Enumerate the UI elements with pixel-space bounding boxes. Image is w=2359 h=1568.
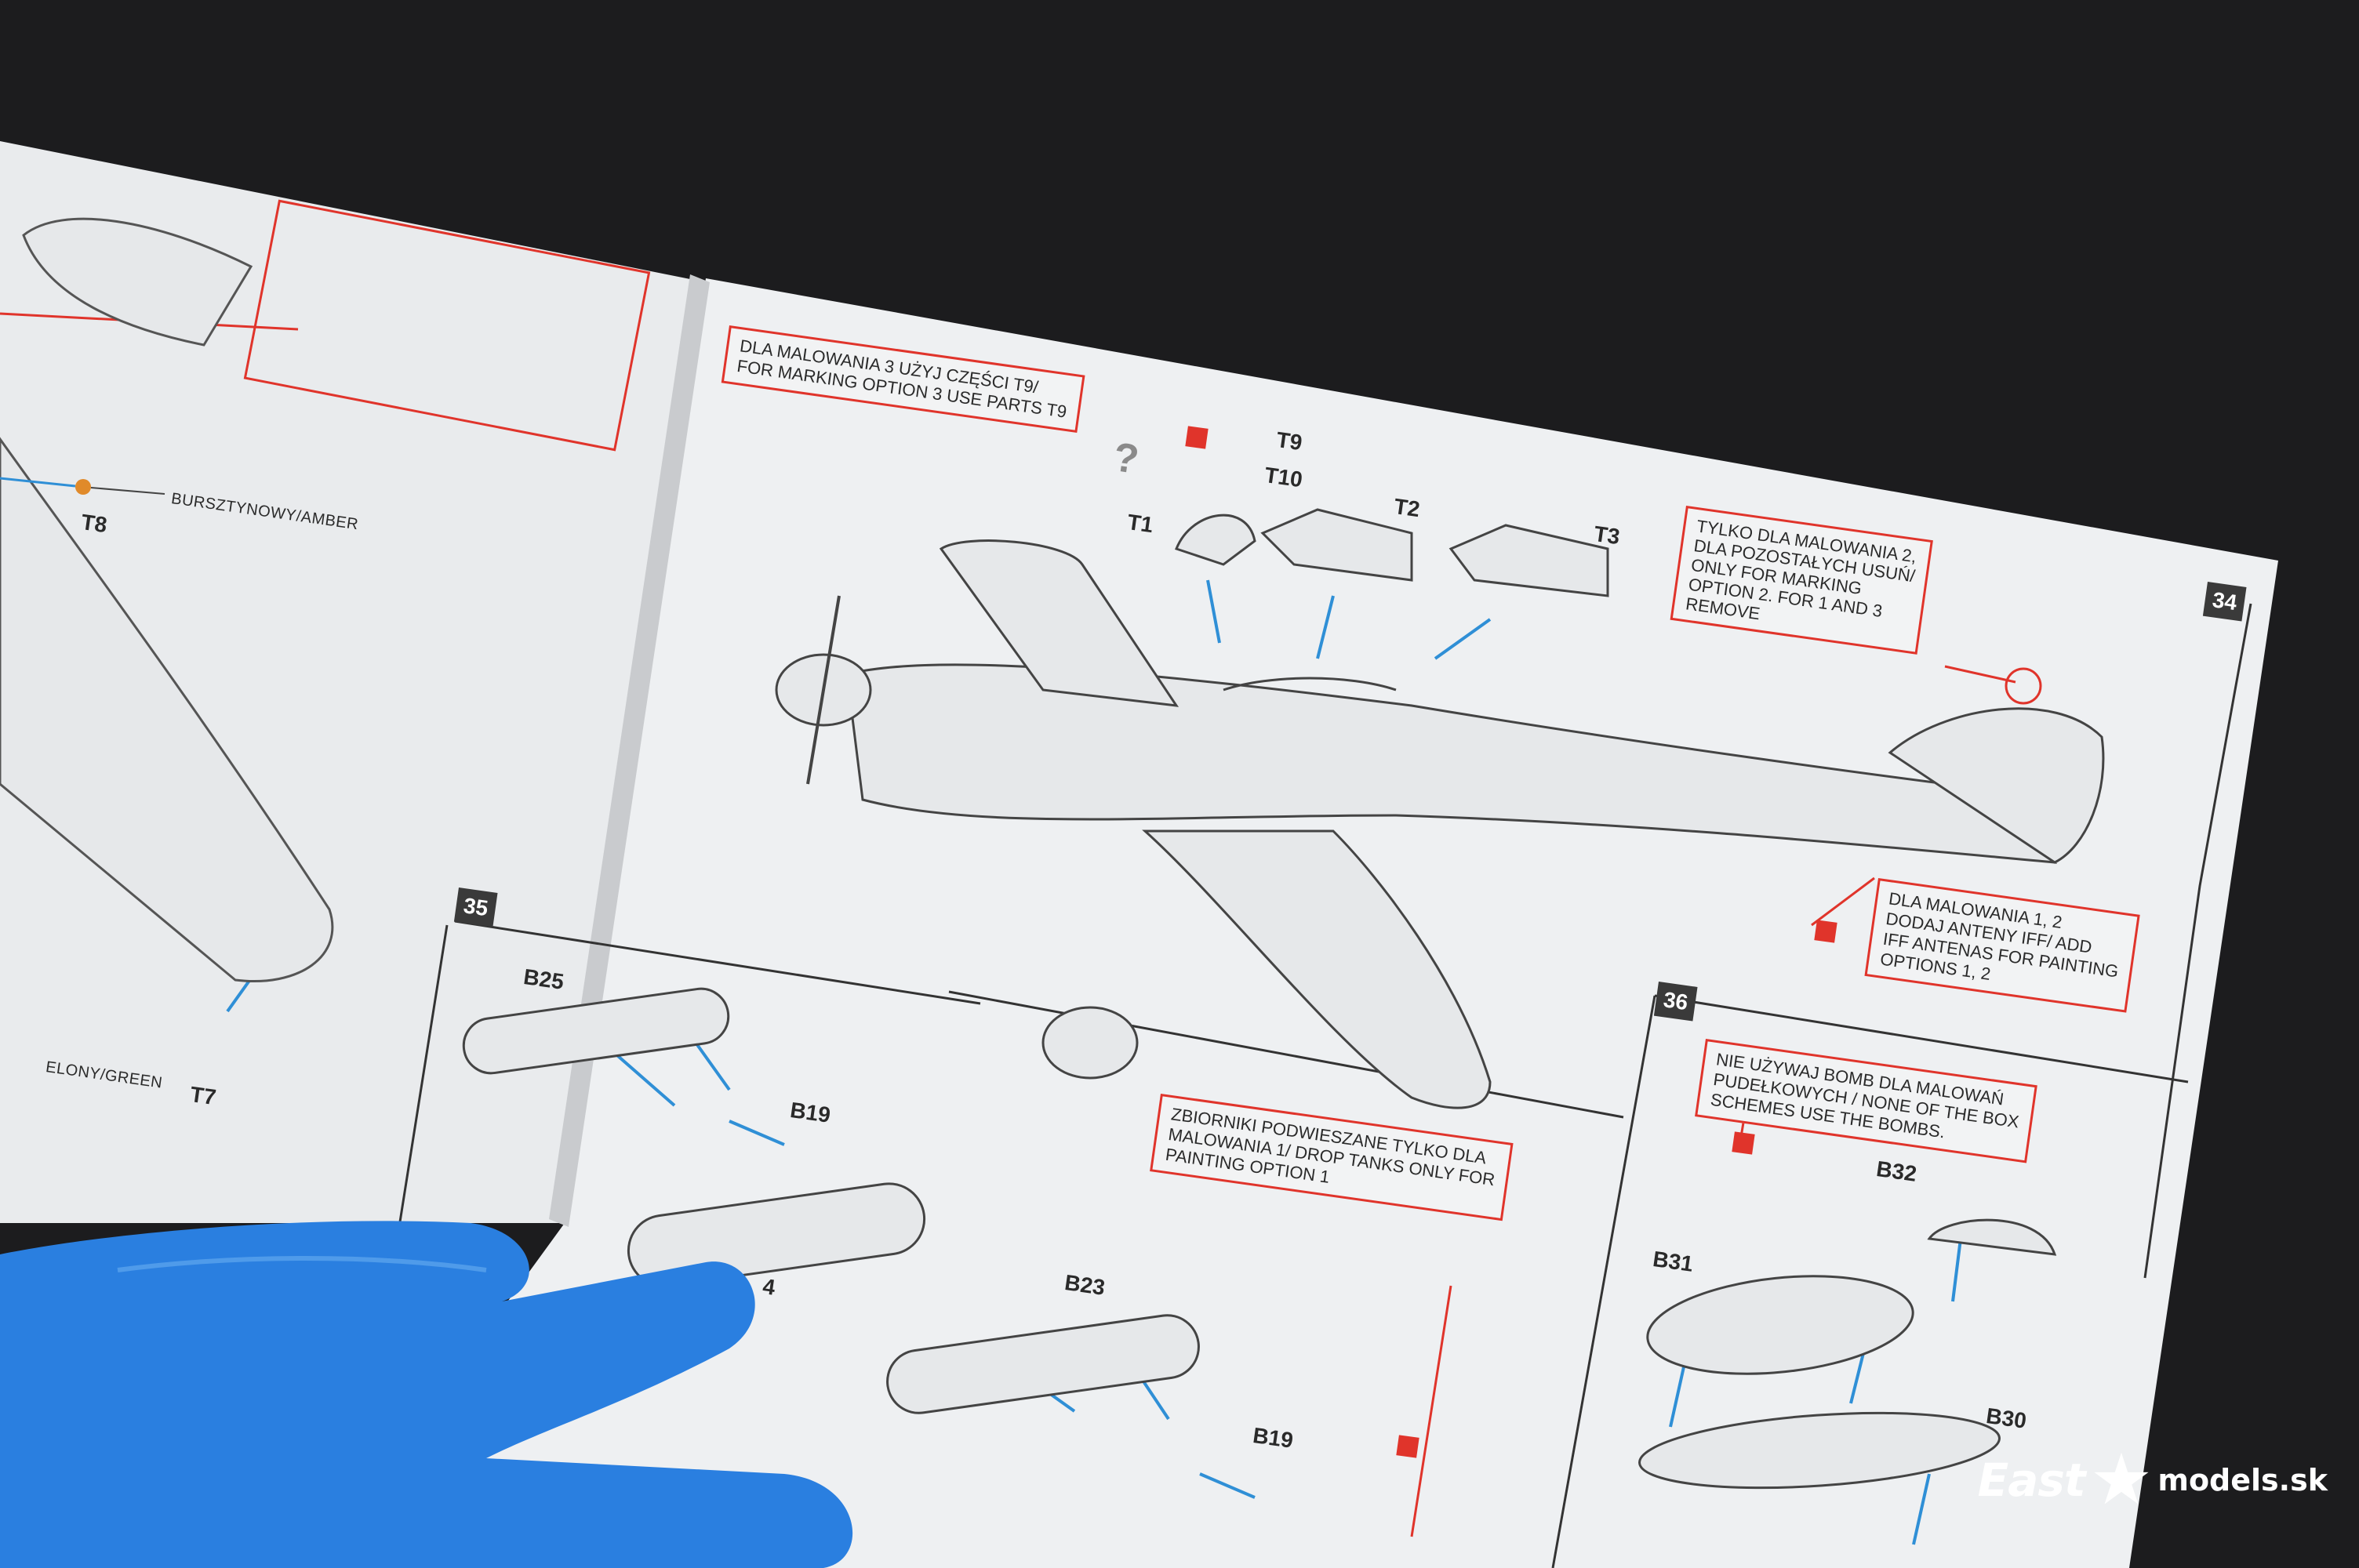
part-label-t1: T1 xyxy=(1125,510,1155,538)
step-number-34: 34 xyxy=(2202,582,2247,622)
left-page xyxy=(0,141,706,1223)
part-label-t8: T8 xyxy=(79,510,109,538)
part-label-t3: T3 xyxy=(1592,521,1622,550)
step-number-35: 35 xyxy=(453,887,498,927)
step-number-36: 36 xyxy=(1653,982,1698,1022)
star-icon: ★ xyxy=(2089,1439,2154,1521)
canopy-parts xyxy=(1175,508,1609,597)
watermark-site: models.sk xyxy=(2157,1462,2328,1497)
hurricane-drawing xyxy=(775,539,2105,1109)
left-page-drawing xyxy=(0,217,334,982)
callout-marker xyxy=(1185,426,1209,449)
drop-tank-parts xyxy=(462,987,2057,1490)
watermark-logo: East ★ models.sk xyxy=(1978,1439,2328,1521)
blue-glove xyxy=(0,1221,853,1568)
part-label-t9: T9 xyxy=(1274,427,1304,456)
watermark-brand: East xyxy=(1977,1453,2086,1507)
part-label-t7: T7 xyxy=(188,1082,218,1110)
callout-marker xyxy=(1814,920,1837,943)
callout-marker xyxy=(1396,1435,1419,1458)
part-label-t2: T2 xyxy=(1392,494,1422,522)
callout-marker xyxy=(1732,1131,1755,1155)
amber-dot xyxy=(75,479,91,495)
part-label-t10: T10 xyxy=(1263,463,1304,492)
